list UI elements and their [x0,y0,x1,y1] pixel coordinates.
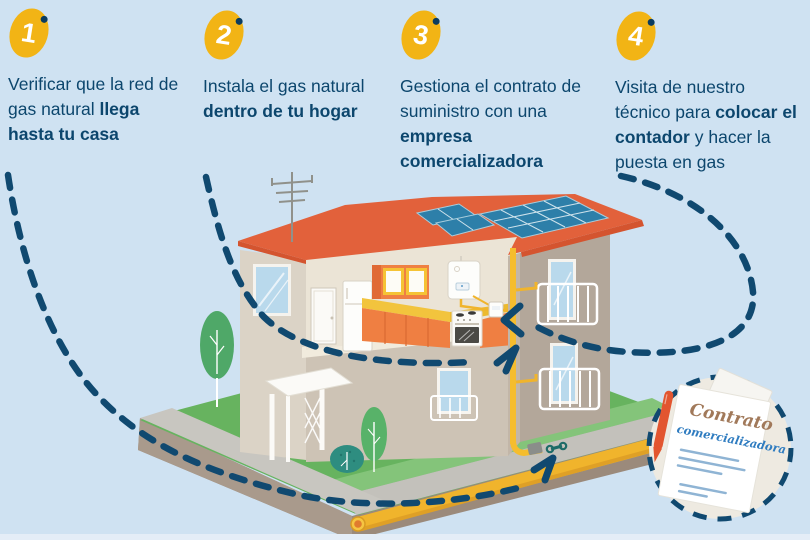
step-2: 2 Instala el gas natural dentro de tu ho… [198,5,385,124]
balcony-window-lower [538,343,601,411]
pergola-canopy [264,367,354,397]
balcony-railing [538,367,601,411]
arrow-step1-to-gas-main [4,171,522,507]
balcony-railing [536,282,599,326]
gas-main-pipe [351,434,675,531]
arrow-step4-to-meter [526,172,757,356]
pen-icon [653,390,674,463]
flame-badge-icon: 1 [3,3,55,63]
step-3: 3 Gestiona el contrato de suministro con… [395,5,596,174]
step-4-badge: 4 [610,6,665,66]
kitchen-window [372,265,429,299]
step-3-text: Gestiona el contrato de suministro con u… [400,76,581,171]
document-lines [676,448,746,498]
solar-panels-icon [415,195,610,239]
step-1: 1 Verificar que la red de gas natural ll… [3,3,180,147]
step-3-badge: 3 [395,5,450,65]
street-gas-main [350,434,675,532]
step-1-text: Verificar que la red de gas natural lleg… [8,74,179,144]
contract-note: Contrato comercializadora [646,367,794,522]
step-2-text: Instala el gas natural dentro de tu hoga… [203,76,365,121]
boiler [447,256,481,300]
arrowhead-step4 [500,302,525,338]
step-1-badge: 1 [3,3,58,63]
balcony-window-upper [536,259,599,326]
flame-badge-icon: 4 [610,6,662,66]
valve-icon [545,441,568,454]
lattice [304,397,321,444]
lower-window [430,368,478,421]
arrowhead-step2 [493,344,520,375]
tv-antenna-icon [271,172,313,242]
balcony-railing [430,395,478,421]
interior-door [310,287,337,345]
step-2-badge: 2 [198,5,253,65]
contract-document-icon: Contrato comercializadora [657,384,787,514]
step-4: 4 Visita de nuestro técnico para colocar… [610,6,801,175]
guide-arrows [4,171,757,507]
oven [451,310,483,347]
step-number: 4 [626,19,646,52]
oven-door [455,327,479,343]
bush [330,445,364,473]
bottom-strip [0,534,810,540]
arrow-step2-to-riser [202,173,476,367]
tree-large [200,311,234,407]
trees [200,311,387,473]
house [238,172,644,462]
step-4-text: Visita de nuestro técnico para colocar e… [615,77,797,172]
flame-badge-icon: 2 [198,5,250,65]
arrowhead-step1 [530,454,557,484]
step-number: 3 [411,18,431,51]
lower-wall [306,335,508,462]
tree-small [361,407,387,472]
sidewalk-left [140,408,392,514]
facade-window [253,264,291,316]
step-number: 2 [214,18,234,51]
pergola [264,367,354,462]
flame-badge-icon: 3 [395,5,447,65]
step-number: 1 [19,16,39,49]
pipe-coupling [527,442,543,455]
sidewalk-right [345,410,700,515]
